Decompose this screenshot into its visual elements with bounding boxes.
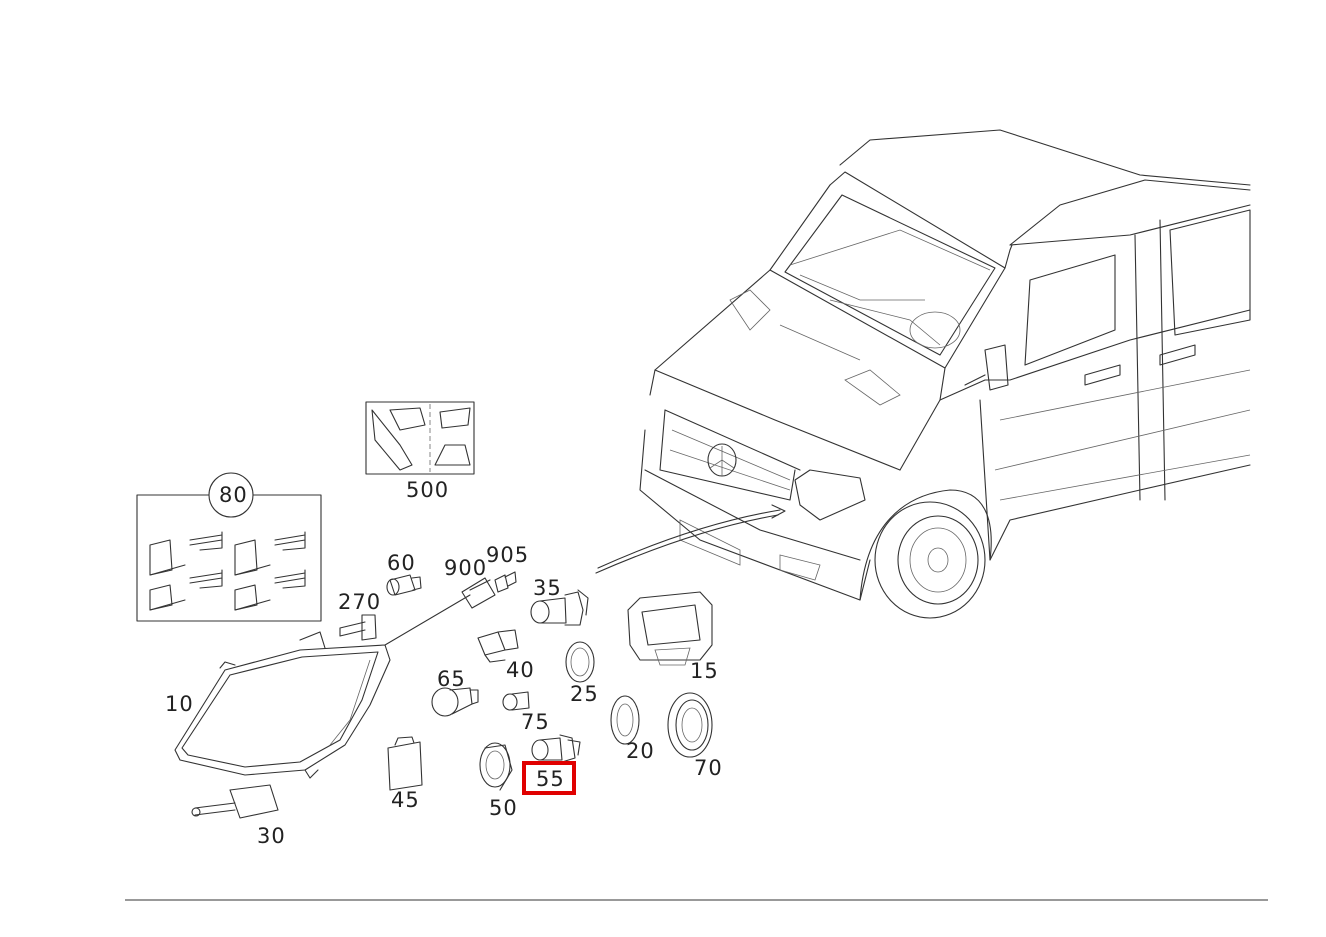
cap-70: [667, 692, 713, 758]
part-labels: 80 500 60 900 905 270 35 10 65 40 25 15 …: [165, 478, 723, 848]
part-label-65[interactable]: 65: [437, 667, 466, 691]
ring-20: [610, 695, 640, 745]
part-label-905[interactable]: 905: [486, 543, 529, 567]
cover-15: [627, 591, 713, 666]
part-label-75[interactable]: 75: [521, 710, 550, 734]
part-label-500[interactable]: 500: [406, 478, 449, 502]
bulb-905: [494, 571, 517, 593]
part-label-900[interactable]: 900: [444, 556, 487, 580]
kit-500-box: [365, 401, 475, 475]
kit-80-box: [136, 472, 322, 622]
socket-50: [479, 742, 513, 791]
part-label-50[interactable]: 50: [489, 796, 518, 820]
bulb-65: [431, 687, 479, 717]
headlamp-10: [174, 631, 391, 779]
part-label-15[interactable]: 15: [690, 659, 719, 683]
bulb-55: [531, 734, 581, 763]
part-label-30[interactable]: 30: [257, 824, 286, 848]
part-label-70[interactable]: 70: [694, 756, 723, 780]
bulb-60: [386, 574, 422, 596]
bulb-35: [530, 589, 589, 626]
van-illustration: [595, 129, 1251, 619]
part-label-20[interactable]: 20: [626, 739, 655, 763]
highlight-box-55: [522, 761, 576, 795]
part-label-25[interactable]: 25: [570, 682, 599, 706]
part-label-60[interactable]: 60: [387, 551, 416, 575]
part-label-80[interactable]: 80: [219, 483, 248, 507]
part-label-45[interactable]: 45: [391, 788, 420, 812]
part-label-40[interactable]: 40: [506, 658, 535, 682]
part-label-35[interactable]: 35: [533, 576, 562, 600]
part-label-55[interactable]: 55: [536, 767, 565, 791]
ring-25: [565, 641, 595, 683]
adjust-motor-30: [191, 784, 279, 819]
bulb-socket-900: [461, 577, 496, 609]
control-unit-45: [387, 736, 423, 791]
socket-40: [477, 629, 519, 663]
part-label-10[interactable]: 10: [165, 692, 194, 716]
part-label-270[interactable]: 270: [338, 590, 381, 614]
bolt-270: [339, 614, 377, 641]
bulb-75: [502, 691, 530, 711]
